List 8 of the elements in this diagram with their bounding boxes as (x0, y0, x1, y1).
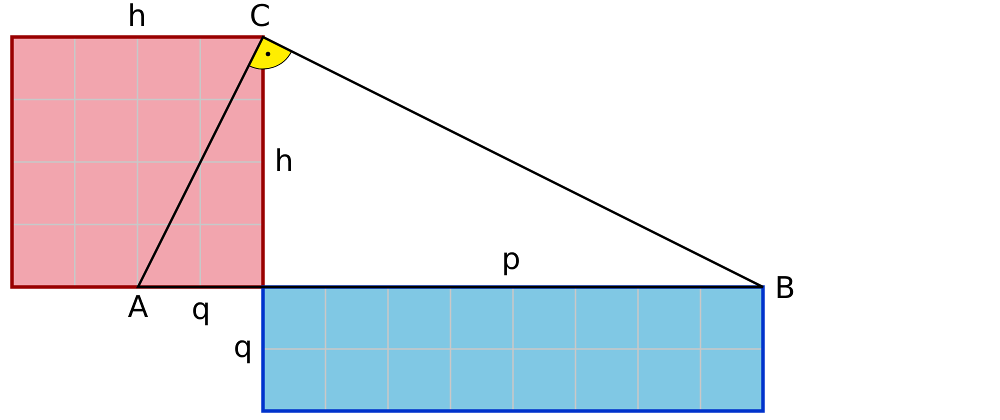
side-label: p (501, 245, 521, 275)
side-label: h (128, 2, 146, 32)
side-label: h (274, 147, 294, 177)
side-label: q (191, 295, 211, 325)
vertex-label: B (774, 274, 796, 304)
vertex-label: A (128, 293, 148, 323)
vertex-label: C (250, 2, 270, 32)
side-label: q (233, 333, 253, 363)
